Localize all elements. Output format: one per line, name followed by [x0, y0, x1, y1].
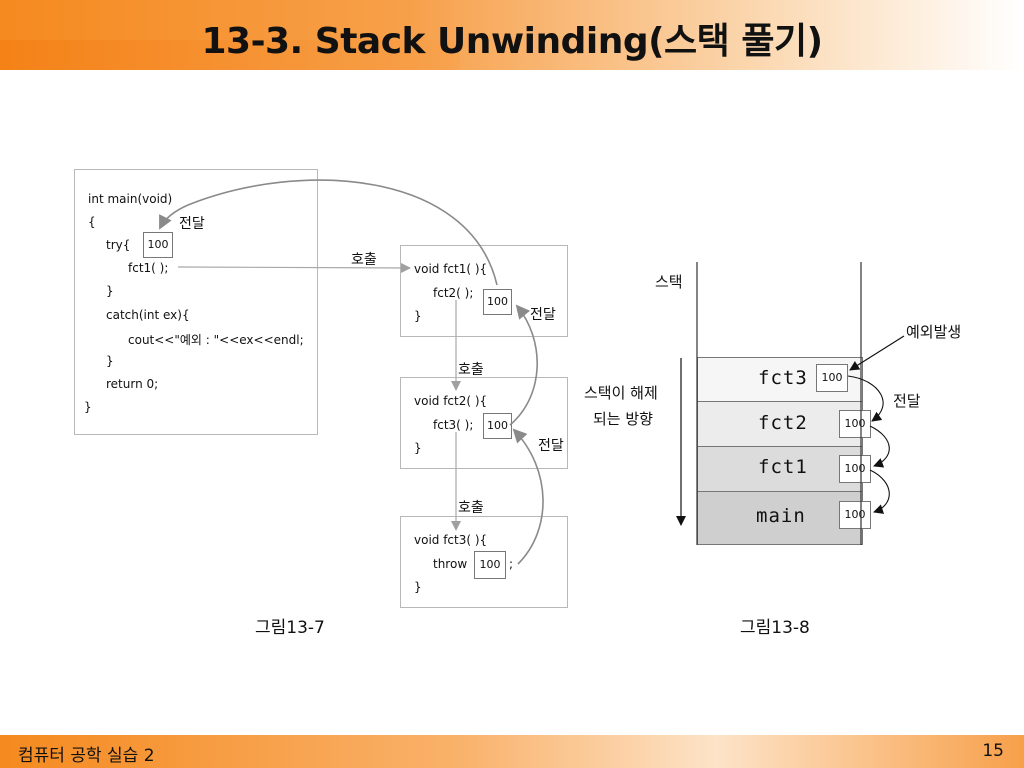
stack-pass-curve-2 [869, 425, 890, 468]
stack-value-fct1: 100 [839, 455, 871, 483]
code-line: } [84, 400, 92, 414]
stack-pass-curve-1 [847, 375, 884, 422]
call-label-fct1: 호출 [351, 252, 377, 268]
title-stripe [0, 40, 460, 70]
call-arrow-fct1 [177, 262, 411, 273]
code-line: int main(void) [88, 192, 173, 206]
code-semicolon: ; [509, 557, 514, 571]
code-line: { [88, 215, 96, 229]
value-box-fct3: 100 [474, 551, 506, 579]
code-line: } [414, 441, 422, 455]
title-bar [0, 0, 1024, 70]
pass-arrow-to-fct2 [512, 428, 544, 565]
main-code-box [74, 169, 318, 435]
value-box-fct2: 100 [483, 413, 512, 439]
stack-pass-curve-3 [869, 469, 890, 514]
pass-label-fct2: 전달 [538, 438, 564, 454]
call-label-fct3: 호출 [458, 500, 484, 516]
code-line: cout<<"예외 : "<<ex<<endl; [128, 333, 304, 347]
pass-arrow-to-main [159, 179, 498, 286]
code-line: } [414, 580, 422, 594]
stack-label: 스택 [655, 273, 683, 291]
value-box-main: 100 [143, 232, 173, 258]
code-line: void fct3( ){ [414, 533, 488, 547]
code-line: try{ [106, 238, 131, 252]
code-line: fct3( ); [433, 418, 474, 432]
pass-label-fct1: 전달 [530, 307, 556, 323]
pass-label-main: 전달 [179, 216, 205, 232]
footer-course-title: 컴퓨터 공학 실습 2 [18, 746, 155, 766]
code-line: throw [433, 557, 468, 571]
stack-frame-main [697, 491, 863, 545]
frame-name: fct3 [758, 367, 808, 389]
frame-name: main [756, 505, 806, 527]
pass-label-stack: 전달 [893, 392, 921, 410]
direction-label-line1: 스택이 해제 [584, 384, 658, 402]
pass-arrow-to-fct1 [509, 304, 538, 426]
code-line: return 0; [106, 377, 159, 391]
stack-frame-fct2 [697, 401, 863, 447]
figure-caption-13-7: 그림13-7 [255, 618, 325, 638]
page-number: 15 [982, 741, 1004, 761]
call-label-fct2: 호출 [458, 362, 484, 378]
frame-name: fct2 [758, 412, 808, 434]
code-line: void fct1( ){ [414, 262, 488, 276]
code-line: } [414, 309, 422, 323]
frame-name: fct1 [758, 456, 808, 478]
exception-arrow [849, 335, 905, 371]
exception-label: 예외발생 [906, 323, 962, 341]
code-line: void fct2( ){ [414, 394, 488, 408]
stack-value-fct3: 100 [816, 364, 848, 392]
code-line: } [106, 284, 114, 298]
code-line: } [106, 354, 114, 368]
code-line: fct1( ); [128, 261, 169, 275]
stack-value-main: 100 [839, 501, 871, 529]
code-line: fct2( ); [433, 286, 474, 300]
footer-bar: 컴퓨터 공학 실습 2 15 [0, 735, 1024, 768]
code-line: catch(int ex){ [106, 308, 190, 322]
direction-label-line2: 되는 방향 [593, 410, 653, 428]
slide-title: 13-3. Stack Unwinding(스택 풀기) [201, 21, 823, 62]
figure-caption-13-8: 그림13-8 [740, 618, 810, 638]
value-box-fct1: 100 [483, 289, 512, 315]
stack-value-fct2: 100 [839, 410, 871, 438]
